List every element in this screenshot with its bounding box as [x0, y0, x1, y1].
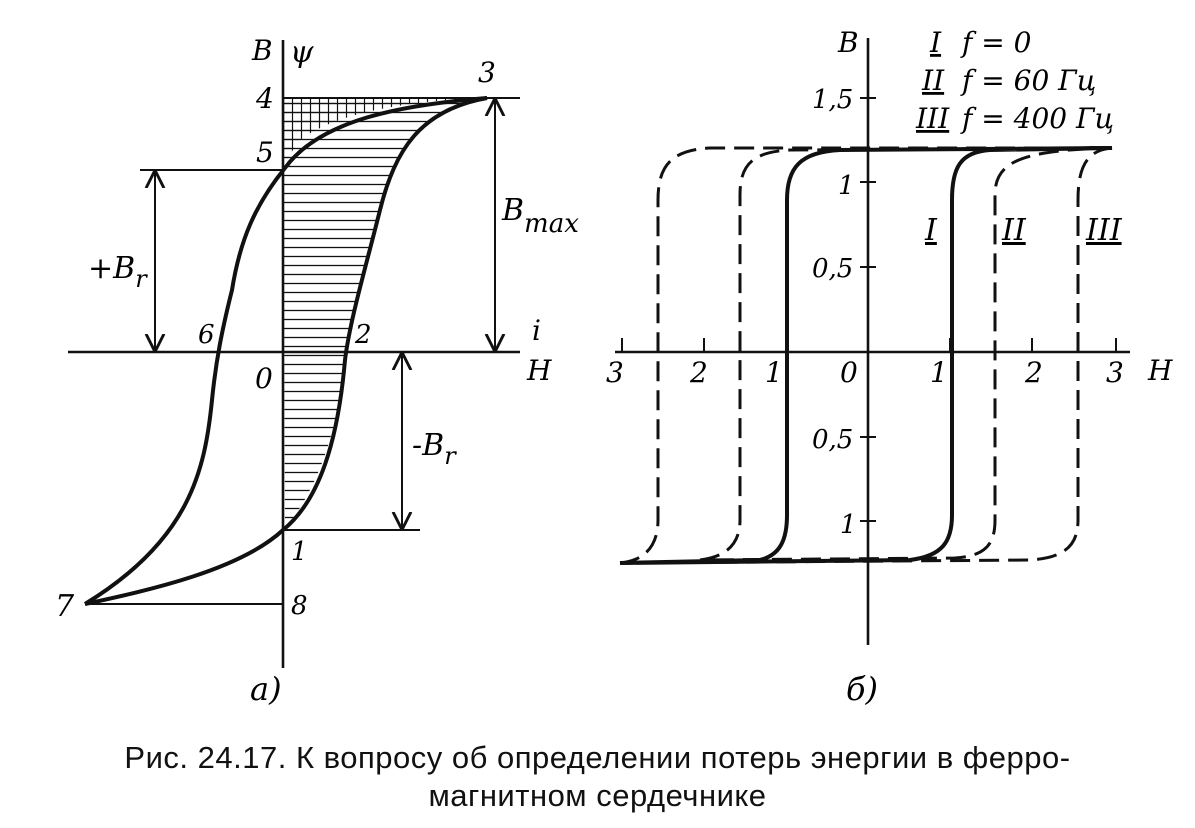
- panel-a-i-label: i: [532, 314, 541, 347]
- legend-text-iii: f = 400 Гц: [960, 102, 1114, 135]
- panel-a-b-label: B: [251, 34, 273, 67]
- panel-b-h-label: H: [1147, 354, 1173, 387]
- panel-a-h-label: H: [526, 354, 552, 387]
- legend-roman-i: I: [929, 26, 942, 59]
- y-tick-label-neg-1: 1: [840, 510, 857, 540]
- point-label-8: 8: [291, 591, 308, 621]
- x-tick-label-2: 2: [1024, 356, 1043, 389]
- legend: I f = 0 II f = 60 Гц III f = 400 Гц: [915, 26, 1114, 135]
- curve-label-i: I: [924, 213, 938, 248]
- crosshatched-region: [283, 98, 487, 168]
- y-tick-label-0-5: 0,5: [812, 254, 853, 284]
- point-label-5: 5: [256, 136, 274, 169]
- panel-a: B ψ i H 0 1 2 3 4 5 6 7 8 +Br Bmax -Br а…: [55, 34, 579, 708]
- x-tick-label-neg-2: 2: [689, 356, 708, 389]
- panel-b-b-label: B: [837, 26, 859, 59]
- x-tick-label-neg-1: 1: [765, 356, 783, 389]
- plus-br-label: +Br: [88, 251, 148, 293]
- curve-label-iii: III: [1085, 213, 1123, 248]
- legend-roman-ii: II: [921, 64, 945, 97]
- y-tick-label-neg-0-5: 0,5: [812, 425, 853, 455]
- y-tick-label-1: 1: [838, 171, 855, 201]
- x-tick-label-0: 0: [840, 356, 858, 389]
- legend-text-i: f = 0: [960, 26, 1031, 59]
- legend-roman-iii: III: [915, 102, 950, 135]
- point-label-1: 1: [291, 537, 308, 567]
- y-tick-label-1-5: 1,5: [812, 85, 853, 115]
- point-label-6: 6: [198, 320, 215, 350]
- loop-ii-60hz: [699, 146, 1113, 562]
- loop-i-f0: [619, 146, 1113, 565]
- legend-text-ii: f = 60 Гц: [960, 64, 1096, 97]
- x-tick-label-neg-3: 3: [606, 356, 624, 389]
- panel-a-psi-label: ψ: [290, 35, 314, 70]
- x-tick-label-1: 1: [930, 356, 948, 389]
- caption-line-2: магнитном сердечнике: [428, 778, 767, 813]
- hysteresis-falling-branch: [83, 96, 488, 606]
- panel-a-origin-label: 0: [255, 362, 273, 395]
- panel-b-label: б): [846, 670, 878, 708]
- point-label-4: 4: [255, 82, 274, 115]
- curve-label-ii: II: [1001, 213, 1027, 248]
- x-tick-label-3: 3: [1106, 356, 1124, 389]
- bmax-label: Bmax: [501, 193, 579, 239]
- point-label-7: 7: [55, 589, 75, 624]
- hysteresis-rising-branch: [84, 96, 488, 606]
- caption-line-1: Рис. 24.17. К вопросу об определении пот…: [124, 740, 1071, 775]
- panel-b: B H 1,5 1 0,5 0,5 1 3 2 1 0 1 2 3 I f = …: [606, 26, 1173, 708]
- point-label-2: 2: [354, 320, 372, 350]
- minus-br-label: -Br: [412, 428, 457, 470]
- hatched-energy-region: [283, 98, 487, 528]
- point-label-3: 3: [478, 56, 496, 89]
- panel-a-label: а): [250, 670, 282, 708]
